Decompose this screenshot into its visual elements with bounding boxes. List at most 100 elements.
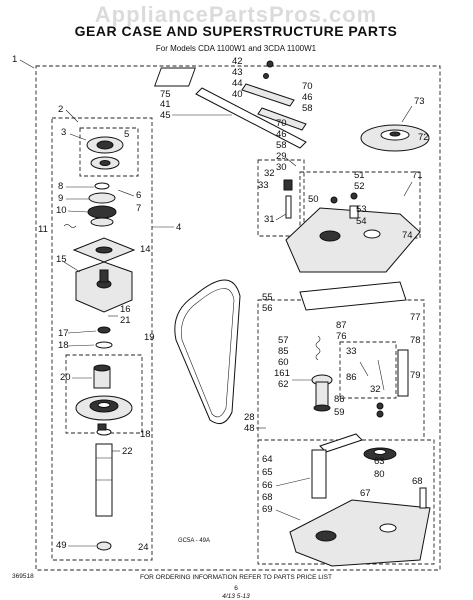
ordering-info-text: FOR ORDERING INFORMATION REFER TO PARTS … bbox=[140, 574, 332, 581]
part-label: 8 bbox=[58, 181, 63, 192]
watermark-text: AppliancePartsPros.com bbox=[95, 2, 377, 27]
part-label: 49 bbox=[56, 540, 67, 551]
part-label: 31 bbox=[264, 214, 275, 225]
right-low-parts bbox=[289, 433, 431, 567]
part-label: 48 bbox=[244, 423, 255, 434]
part-label: 40 bbox=[232, 89, 243, 100]
part-label: 65 bbox=[262, 467, 273, 478]
part-label: 69 bbox=[262, 504, 273, 515]
outer-frame bbox=[35, 65, 441, 571]
part-label: 86 bbox=[346, 372, 357, 383]
drive-belt bbox=[174, 279, 241, 425]
part-label: 76 bbox=[336, 331, 347, 342]
part-label: 53 bbox=[356, 204, 367, 215]
part-label: 29 bbox=[276, 151, 287, 162]
part-label: 18 bbox=[58, 340, 69, 351]
part-label: 11 bbox=[38, 224, 48, 235]
part-label: 68 bbox=[262, 492, 273, 503]
part-label: 19 bbox=[144, 332, 155, 343]
diagram-subtitle: For Models CDA 1100W1 and 3CDA 1100W1 bbox=[156, 44, 317, 53]
part-label: 73 bbox=[414, 96, 425, 107]
right-mid-box bbox=[257, 299, 425, 441]
diagram-title: GEAR CASE AND SUPERSTRUCTURE PARTS bbox=[75, 23, 398, 39]
part-label: 86 bbox=[334, 394, 345, 405]
part-label: 51 bbox=[354, 170, 365, 181]
diagram-code: GC5A - 49A bbox=[178, 538, 210, 544]
part-label: 45 bbox=[160, 110, 171, 121]
part-label: 70 bbox=[302, 81, 313, 92]
part-label: 33 bbox=[346, 346, 357, 357]
right-top-labels: 73 72 30 32 33 31 51 52 71 50 53 54 74 bbox=[258, 96, 429, 241]
part-label: 33 bbox=[258, 180, 269, 191]
part-label: 46 bbox=[302, 92, 313, 103]
part-label: 57 bbox=[278, 335, 289, 346]
upper-arm-parts bbox=[154, 60, 307, 149]
part-label: 68 bbox=[412, 476, 423, 487]
part-label: 71 bbox=[412, 170, 423, 181]
part-label: 60 bbox=[278, 357, 289, 368]
left-assembly-parts bbox=[63, 127, 143, 551]
catalog-code: 369518 bbox=[12, 573, 34, 580]
part-label: 161 bbox=[274, 368, 290, 379]
part-label: 14 bbox=[140, 244, 151, 255]
left-labels: 2 3 5 8 9 10 6 7 11 4 14 15 16 21 17 18 … bbox=[38, 104, 181, 553]
part-label: 55 bbox=[262, 292, 273, 303]
right-mid-labels: 55 56 57 85 60 161 62 87 76 33 77 78 86 … bbox=[262, 292, 421, 395]
part-label: 15 bbox=[56, 254, 67, 265]
page-number: 6 bbox=[234, 585, 238, 592]
right-top-parts bbox=[257, 124, 430, 273]
part-label: 72 bbox=[418, 132, 429, 143]
upper-arm-labels: 42 43 44 40 75 41 45 70 46 58 70 46 58 2… bbox=[160, 56, 313, 167]
part-label: 17 bbox=[58, 328, 69, 339]
part-label: 46 bbox=[276, 129, 287, 140]
part-label: 58 bbox=[276, 140, 287, 151]
handwritten-note: 4/13 5-13 bbox=[222, 593, 250, 600]
part-label: 7 bbox=[136, 203, 141, 214]
part-label: 28 bbox=[244, 412, 255, 423]
part-label: 16 bbox=[120, 304, 131, 315]
part-label: 6 bbox=[136, 190, 141, 201]
part-label: 78 bbox=[410, 335, 421, 346]
part-label: 80 bbox=[374, 469, 385, 480]
part-label: 9 bbox=[58, 193, 63, 204]
part-label: 64 bbox=[262, 454, 273, 465]
part-label: 30 bbox=[276, 162, 287, 173]
part-label: 85 bbox=[278, 346, 289, 357]
part-label: 63 bbox=[374, 456, 385, 467]
part-label: 32 bbox=[264, 168, 275, 179]
part-label: 20 bbox=[60, 372, 71, 383]
right-mid-parts bbox=[299, 281, 409, 418]
part-label: 75 bbox=[160, 89, 171, 100]
part-label: 52 bbox=[354, 181, 365, 192]
part-label: 18 bbox=[140, 429, 151, 440]
part-label: 44 bbox=[232, 78, 243, 89]
part-label: 43 bbox=[232, 67, 243, 78]
part-label: 4 bbox=[176, 222, 181, 233]
part-label: 59 bbox=[334, 407, 345, 418]
part-label: 42 bbox=[232, 56, 243, 67]
part-label: 56 bbox=[262, 303, 273, 314]
part-label: 66 bbox=[262, 480, 273, 491]
part-label: 10 bbox=[56, 205, 67, 216]
part-label: 2 bbox=[58, 104, 63, 115]
part-label: 79 bbox=[410, 370, 421, 381]
part-label: 70 bbox=[276, 118, 287, 129]
part-label: 74 bbox=[402, 230, 413, 241]
part-label: 87 bbox=[336, 320, 347, 331]
part-label: 41 bbox=[160, 99, 171, 110]
part-label: 77 bbox=[410, 312, 421, 323]
part-label: 67 bbox=[360, 488, 371, 499]
part-label: 24 bbox=[138, 542, 149, 553]
right-low-labels: 28 48 86 59 64 65 66 63 80 68 69 67 68 bbox=[244, 394, 423, 521]
part-label: 54 bbox=[356, 216, 367, 227]
left-assembly-box bbox=[51, 117, 153, 561]
part-label: 62 bbox=[278, 379, 289, 390]
part-label-1: 1 bbox=[12, 54, 17, 65]
part-label: 58 bbox=[302, 103, 313, 114]
part-label: 3 bbox=[61, 127, 66, 138]
part-label: 5 bbox=[124, 129, 129, 140]
part-label: 32 bbox=[370, 384, 381, 395]
part-label: 50 bbox=[308, 194, 319, 205]
part-label: 22 bbox=[122, 446, 133, 457]
